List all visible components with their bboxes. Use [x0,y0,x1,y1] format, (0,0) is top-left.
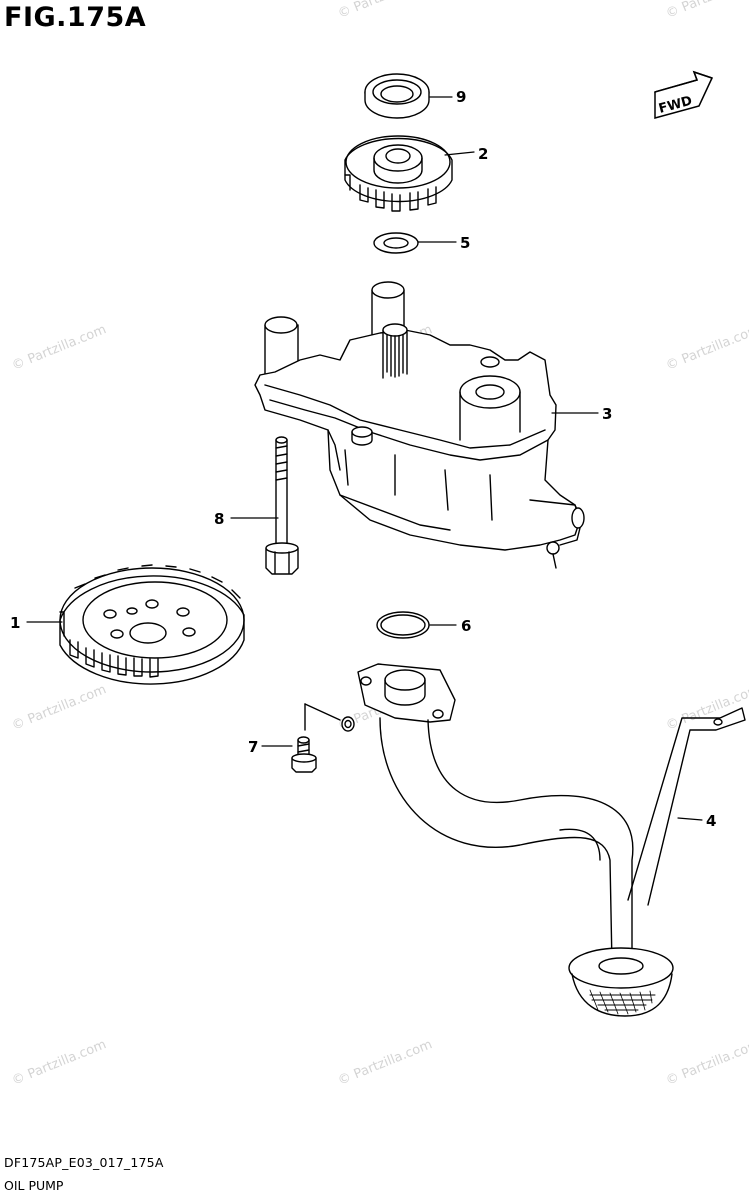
callout-1: 1 [10,614,20,632]
callout-9: 9 [456,88,466,106]
drive-gear-part [59,564,245,685]
washer-part [373,232,419,254]
callout-8: 8 [214,510,224,528]
callout-5: 5 [460,234,470,252]
dowel-pin-part [304,703,355,732]
bolt-long-part [265,436,299,575]
bolt-short-part [291,736,317,773]
watermark: © Partzilla.com [10,682,109,733]
watermark: © Partzilla.com [336,0,435,22]
figure-name: OIL PUMP [4,1178,64,1193]
oil-strainer-pipe-part [357,663,746,1017]
bearing-part [364,73,430,119]
watermark: © Partzilla.com [336,1037,435,1088]
watermark: © Partzilla.com [10,322,109,373]
watermark: © Partzilla.com [664,0,749,22]
callout-2: 2 [478,145,488,163]
leader-lines [26,96,703,821]
o-ring-part [376,611,430,639]
watermark: © Partzilla.com [664,682,749,733]
callout-6: 6 [461,617,471,635]
callout-4: 4 [706,812,716,830]
callout-numbers: 9 2 5 3 8 1 6 7 4 [10,88,716,830]
driven-gear-part [344,135,453,212]
watermark: © Partzilla.com [664,1037,749,1088]
figure-title: FIG.175A [4,2,147,33]
figure-code: DF175AP_E03_017_175A [4,1155,164,1170]
callout-7: 7 [248,738,258,756]
callout-3: 3 [602,405,612,423]
oil-pump-assembly-part [254,281,585,569]
watermark: © Partzilla.com [664,322,749,373]
watermark: © Partzilla.com [10,1037,109,1088]
forward-arrow-icon: FWD [654,70,714,119]
